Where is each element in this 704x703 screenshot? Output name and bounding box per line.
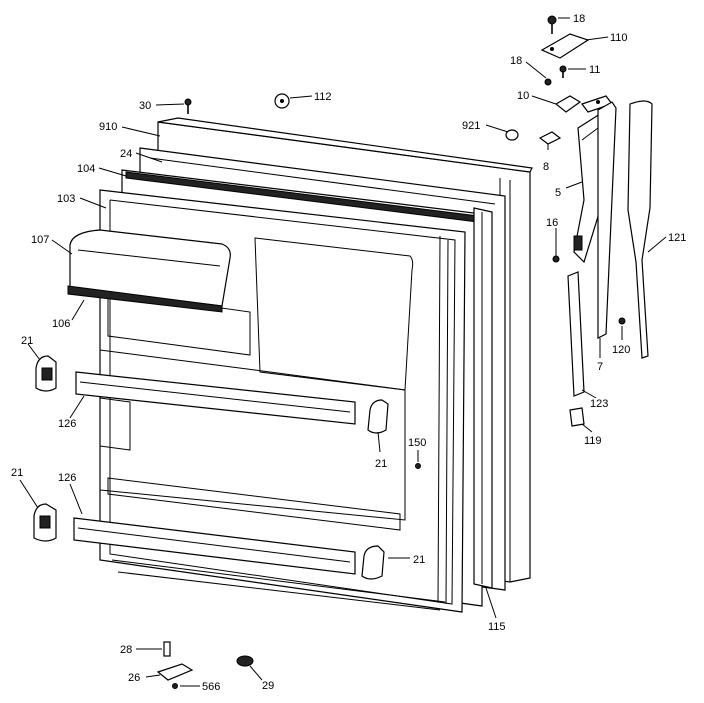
- screw-566: [172, 683, 178, 689]
- label-21: 21: [11, 467, 23, 479]
- shelf-end-cap-21-left-upper: [35, 355, 57, 392]
- label-910: 910: [99, 121, 117, 133]
- label-28: 28: [120, 644, 132, 656]
- label-21: 21: [21, 335, 33, 347]
- label-123: 123: [590, 398, 608, 410]
- hinge-plate-8: [538, 131, 562, 145]
- label-110: 110: [610, 32, 628, 44]
- label-126: 126: [58, 418, 76, 430]
- label-566: 566: [202, 681, 220, 693]
- label-921: 921: [462, 120, 480, 132]
- screw-18-mid: [544, 78, 552, 86]
- shelf-end-cap-21-left-lower: [33, 503, 57, 542]
- screw-150: [415, 463, 421, 469]
- bracket-119: [569, 407, 585, 427]
- bracket-26: [156, 663, 194, 681]
- screw-18-top: [547, 15, 557, 34]
- label-7: 7: [597, 361, 603, 373]
- label-150: 150: [408, 437, 426, 449]
- shim-28: [163, 641, 171, 657]
- label-106: 106: [52, 318, 70, 330]
- shelf-end-cap-21-lower: [361, 545, 385, 580]
- label-16: 16: [546, 217, 558, 229]
- label-107: 107: [31, 234, 49, 246]
- shelf-end-cap-21-upper: [367, 399, 389, 434]
- screw-120: [618, 317, 626, 325]
- handle-strip-7: [597, 101, 617, 339]
- label-103: 103: [57, 193, 75, 205]
- label-30: 30: [139, 100, 151, 112]
- label-5: 5: [555, 187, 561, 199]
- screw-30: [184, 98, 192, 114]
- label-112: 112: [314, 91, 332, 103]
- plug-112: [274, 93, 290, 109]
- hinge-cover-110: [540, 33, 590, 59]
- plug-29: [236, 655, 254, 667]
- label-120: 120: [612, 344, 630, 356]
- label-18: 18: [573, 13, 585, 25]
- label-121: 121: [668, 232, 686, 244]
- screw-16: [552, 255, 560, 263]
- door-gasket-115: [473, 207, 493, 589]
- handle-bar-123: [567, 271, 585, 397]
- label-21: 21: [413, 554, 425, 566]
- label-8: 8: [543, 161, 549, 173]
- label-24: 24: [120, 148, 132, 160]
- dairy-compartment-door-107: [67, 229, 231, 313]
- screw-11: [559, 65, 567, 78]
- door-handle-121: [627, 100, 653, 359]
- label-26: 26: [128, 672, 140, 684]
- label-11: 11: [589, 64, 600, 76]
- part-labels: 18 110 18 11 10 30 112 910 921 8 24 104 …: [11, 13, 686, 693]
- plug-921: [505, 129, 519, 141]
- label-104: 104: [77, 163, 95, 175]
- label-29: 29: [262, 680, 274, 692]
- door-shelf-126-upper: [75, 371, 356, 425]
- hinge-shim-10: [554, 95, 582, 113]
- label-115: 115: [488, 621, 506, 633]
- label-18: 18: [510, 55, 522, 67]
- leader-lines: [19, 17, 667, 687]
- door-shelf-126-lower: [73, 517, 356, 575]
- label-119: 119: [584, 435, 602, 447]
- label-21: 21: [375, 458, 387, 470]
- label-126: 126: [58, 472, 76, 484]
- label-10: 10: [517, 90, 529, 102]
